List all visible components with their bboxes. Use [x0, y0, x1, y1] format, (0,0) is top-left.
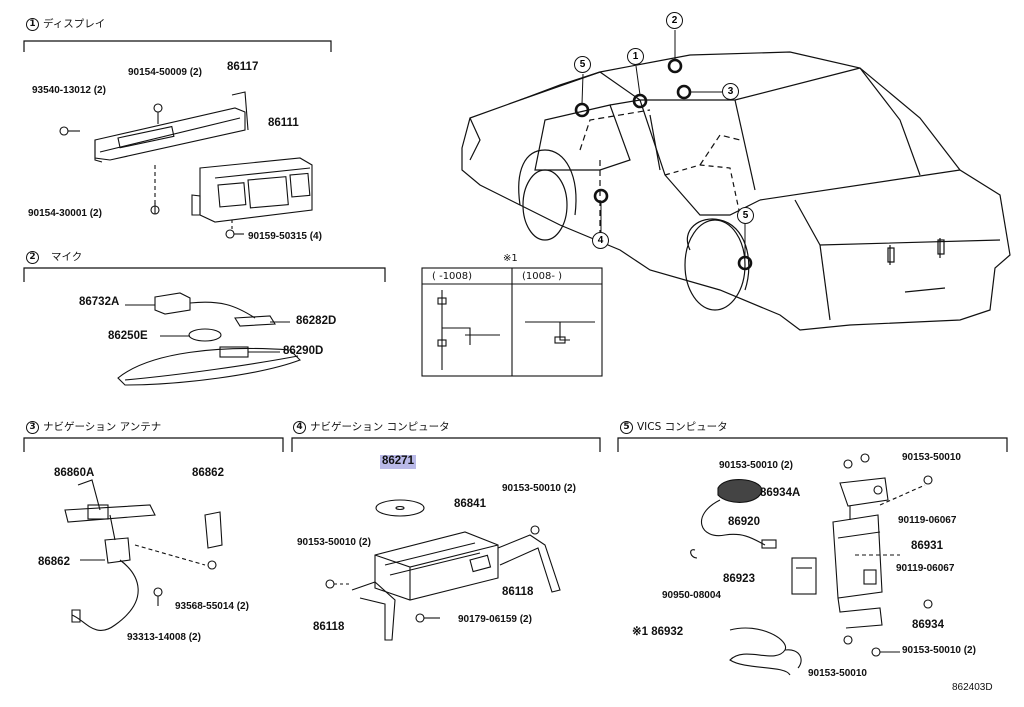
callout-4[interactable]: 4 [592, 232, 609, 249]
mic-drawing [117, 292, 301, 386]
callout-1[interactable]: 1 [627, 48, 644, 65]
nav-drawing [325, 499, 561, 641]
bracket-nav [291, 437, 601, 452]
part-label[interactable]: 86862 [38, 556, 70, 568]
vics-drawing [690, 453, 933, 676]
part-label[interactable]: 86920 [728, 516, 760, 528]
antenna-drawing [64, 479, 223, 632]
diagram-code: 862403D [952, 682, 993, 693]
part-label[interactable]: 93540-13012 (2) [32, 85, 106, 96]
part-label[interactable]: 86841 [454, 498, 486, 510]
inset-col1-label: ( -1008) [432, 271, 473, 282]
part-label[interactable]: 86732A [79, 296, 120, 308]
part-label[interactable]: 86860A [54, 467, 95, 479]
part-label[interactable]: 90153-50010 (2) [502, 483, 576, 494]
part-label[interactable]: 90119-06067 [896, 563, 955, 574]
part-label[interactable]: 86931 [911, 540, 943, 552]
callout-3[interactable]: 3 [722, 83, 739, 100]
part-label[interactable]: 86934A [760, 487, 801, 499]
bracket-antenna [23, 437, 284, 452]
part-label[interactable]: 93568-55014 (2) [175, 601, 249, 612]
part-label[interactable]: 86923 [723, 573, 755, 585]
part-label[interactable]: 86111 [268, 117, 299, 129]
part-label[interactable]: 86862 [192, 467, 224, 479]
part-label[interactable]: 90153-50010 [902, 452, 961, 463]
part-label[interactable]: 86118 [313, 621, 345, 633]
bracket-mic [23, 267, 386, 282]
part-label[interactable]: 93313-14008 (2) [127, 632, 201, 643]
part-label[interactable]: 86117 [227, 61, 259, 73]
inset-box [421, 267, 603, 377]
part-label[interactable]: 90153-50010 (2) [297, 537, 371, 548]
part-label[interactable]: 90950-08004 [662, 590, 721, 601]
part-label[interactable]: 90159-50315 (4) [248, 231, 322, 242]
inset-mark: ※1 [503, 253, 518, 264]
bracket-vics [617, 437, 1008, 452]
part-label[interactable]: 90153-50010 [808, 668, 867, 679]
part-label[interactable]: 86290D [283, 345, 324, 357]
display-drawing [59, 91, 313, 239]
car-drawing [461, 51, 1011, 331]
part-label-highlighted[interactable]: 86271 [380, 455, 416, 469]
bracket-display [23, 40, 332, 52]
inset-col2-label: (1008- ) [522, 271, 563, 282]
part-label[interactable]: 90154-50009 (2) [128, 67, 202, 78]
dvd-disc [375, 499, 425, 517]
part-label[interactable]: 90153-50010 (2) [902, 645, 976, 656]
part-label[interactable]: 86118 [502, 586, 534, 598]
part-label[interactable]: 86282D [296, 315, 337, 327]
part-label[interactable]: 86934 [912, 619, 944, 631]
part-label[interactable]: ※1 86932 [632, 626, 684, 638]
part-label[interactable]: 90179-06159 (2) [458, 614, 532, 625]
part-label[interactable]: 86250E [108, 330, 148, 342]
callout-5-right[interactable]: 5 [737, 207, 754, 224]
part-label[interactable]: 90154-30001 (2) [28, 208, 102, 219]
part-label[interactable]: 90119-06067 [898, 515, 957, 526]
part-label[interactable]: 90153-50010 (2) [719, 460, 793, 471]
callout-leaders [581, 30, 746, 257]
callout-5-top[interactable]: 5 [574, 56, 591, 73]
callout-2[interactable]: 2 [666, 12, 683, 29]
